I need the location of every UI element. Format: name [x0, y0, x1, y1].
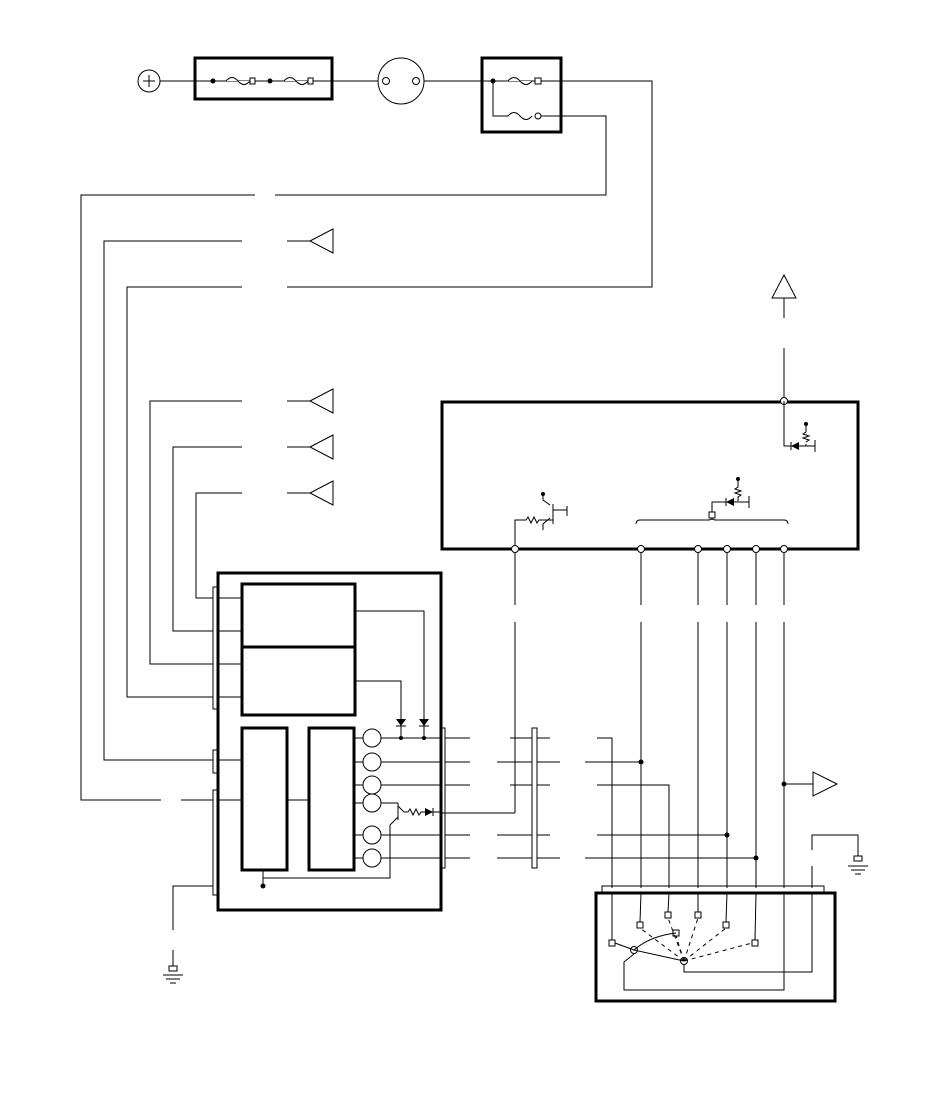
wire-feed-c — [126, 286, 242, 698]
wire-feed-f — [195, 492, 242, 599]
module-harness — [514, 553, 785, 888]
relay-fuse-box — [480, 56, 563, 134]
battery-positive-icon — [137, 69, 161, 93]
offpage-connector-right-icon — [781, 771, 839, 797]
ignition-connector-icon — [377, 57, 425, 105]
offpage-connector-up-icon — [771, 273, 797, 401]
harness-mid — [441, 727, 759, 888]
fuse-icon — [507, 112, 533, 120]
switch-assembly — [594, 885, 837, 1003]
wire-relay-out-2 — [275, 115, 607, 196]
offpage-connector-icon — [287, 480, 334, 506]
fuse-box-main — [193, 56, 334, 101]
ground-left — [163, 885, 213, 984]
wire-feed-b — [103, 240, 242, 761]
wire-feed-a — [80, 194, 255, 801]
offpage-connector-icon — [287, 388, 334, 414]
relay-block — [212, 571, 446, 912]
control-module — [440, 397, 860, 553]
offpage-connector-icon — [287, 434, 334, 460]
wire-feed-e — [172, 446, 242, 632]
wire-feed-d — [149, 400, 242, 665]
offpage-connector-icon — [287, 228, 334, 254]
fuse-icon — [507, 77, 533, 85]
fuse-icon — [283, 77, 309, 85]
fuse-icon — [225, 77, 251, 85]
ground-right — [811, 834, 868, 888]
wire-relay-out-1 — [287, 80, 653, 288]
